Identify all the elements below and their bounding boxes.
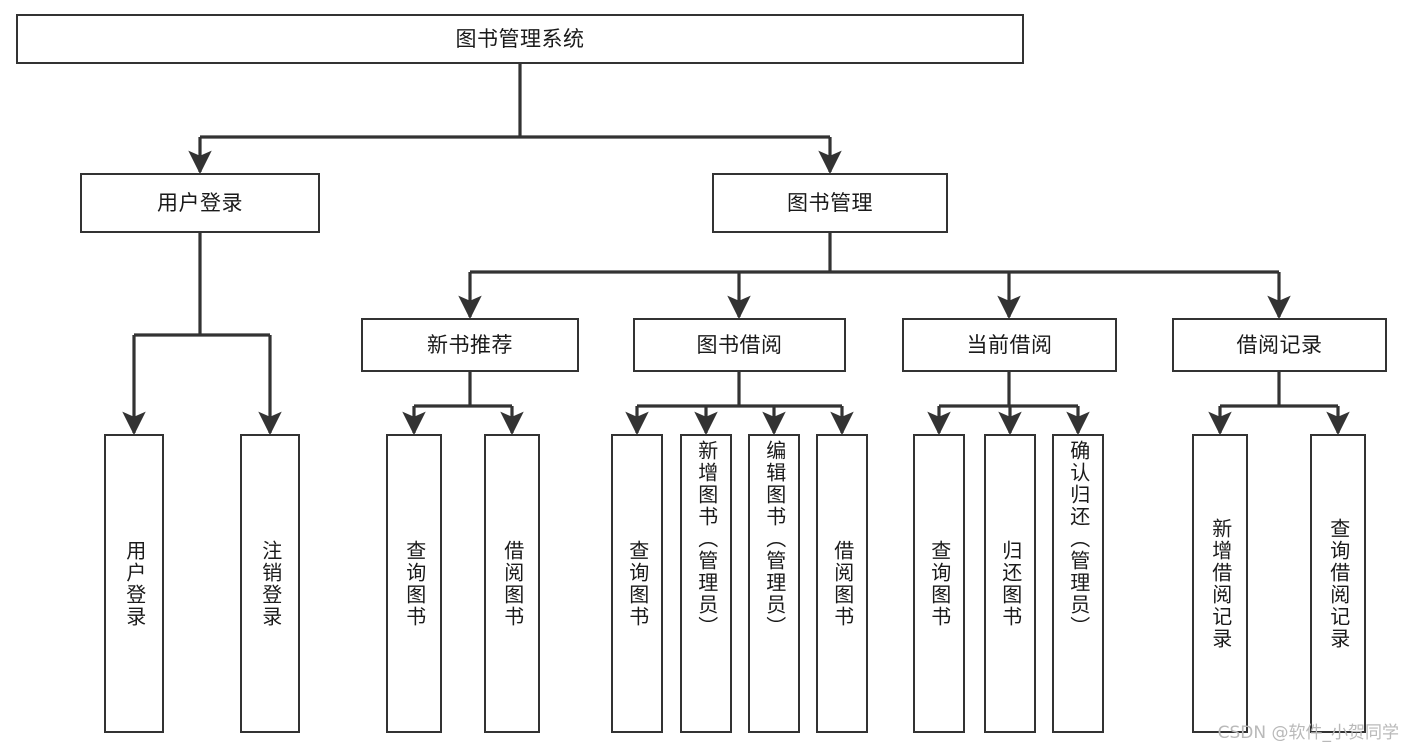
node-leaf-add-book[interactable]: 新增图书（管理员） [680,434,732,733]
node-leaf-query-book-2-label: 查询图书 [625,539,650,628]
node-leaf-query-book-3-label: 查询图书 [927,539,952,628]
node-leaf-query-book-1[interactable]: 查询图书 [386,434,442,733]
node-leaf-edit-book-label: 编辑图书（管理员） [762,440,787,638]
node-leaf-query-book-1-label: 查询图书 [402,539,427,628]
node-new-book-recommend[interactable]: 新书推荐 [361,318,579,372]
node-leaf-user-login-label: 用户登录 [122,539,147,628]
node-leaf-confirm-return-label: 确认归还（管理员） [1066,440,1091,638]
node-leaf-query-record-label: 查询借阅记录 [1326,517,1351,650]
node-leaf-logout[interactable]: 注销登录 [240,434,300,733]
node-leaf-edit-book[interactable]: 编辑图书（管理员） [748,434,800,733]
node-leaf-return-book[interactable]: 归还图书 [984,434,1036,733]
node-leaf-add-book-label: 新增图书（管理员） [694,440,719,638]
node-book-manage[interactable]: 图书管理 [712,173,948,233]
node-book-borrow[interactable]: 图书借阅 [633,318,846,372]
node-leaf-return-book-label: 归还图书 [998,539,1023,628]
edge-group [122,64,1350,436]
node-current-borrow[interactable]: 当前借阅 [902,318,1117,372]
node-leaf-borrow-book-1-label: 借阅图书 [500,539,525,628]
node-leaf-add-record-label: 新增借阅记录 [1208,517,1233,650]
node-leaf-logout-label: 注销登录 [258,539,283,628]
node-leaf-query-book-3[interactable]: 查询图书 [913,434,965,733]
node-borrow-record-label: 借阅记录 [1236,332,1323,357]
node-new-book-recommend-label: 新书推荐 [427,332,513,357]
node-current-borrow-label: 当前借阅 [966,332,1053,357]
node-leaf-user-login[interactable]: 用户登录 [104,434,164,733]
node-book-borrow-label: 图书借阅 [696,332,783,357]
node-leaf-borrow-book-2[interactable]: 借阅图书 [816,434,868,733]
node-leaf-borrow-book-2-label: 借阅图书 [830,539,855,628]
node-root[interactable]: 图书管理系统 [16,14,1024,64]
node-leaf-confirm-return[interactable]: 确认归还（管理员） [1052,434,1104,733]
node-leaf-borrow-book-1[interactable]: 借阅图书 [484,434,540,733]
node-user-login[interactable]: 用户登录 [80,173,320,233]
node-user-login-label: 用户登录 [157,190,243,215]
node-root-label: 图书管理系统 [455,26,585,51]
node-leaf-query-record[interactable]: 查询借阅记录 [1310,434,1366,733]
node-borrow-record[interactable]: 借阅记录 [1172,318,1387,372]
node-leaf-query-book-2[interactable]: 查询图书 [611,434,663,733]
node-book-manage-label: 图书管理 [787,190,873,215]
node-leaf-add-record[interactable]: 新增借阅记录 [1192,434,1248,733]
